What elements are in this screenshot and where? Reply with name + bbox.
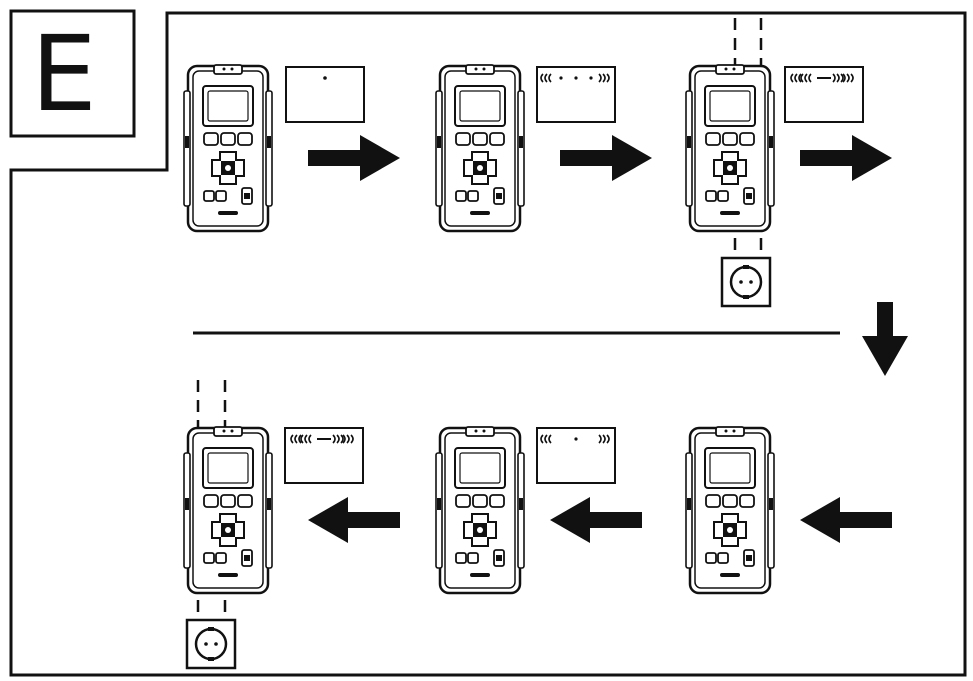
step-4 [684,425,776,595]
stud-finder-device-icon [182,63,274,233]
power-outlet-icon [720,256,772,308]
step-2 [434,63,616,233]
stud-finder-device-icon [434,63,526,233]
step-5 [434,425,616,595]
arrow-left-icon [550,497,642,543]
stud-finder-device-icon [684,63,776,233]
arrow-right-icon [560,135,652,181]
step-1 [182,63,365,233]
stud-finder-device-icon [182,425,274,595]
panel-label: E [31,13,97,135]
panel-label-box: E [9,9,136,138]
arrow-down-icon [862,302,908,376]
stud-finder-device-icon [434,425,526,595]
power-outlet-icon [185,618,237,670]
panel-frame [9,11,967,677]
display-full-bar-icon [284,427,364,484]
display-one-dot-icon [285,66,365,123]
display-full-bar-icon [784,66,864,123]
arrow-left-icon [308,497,400,543]
arrow-right-icon [800,135,892,181]
stud-finder-device-icon [684,425,776,595]
display-side-waves-icon [536,427,616,484]
arrow-right-icon [308,135,400,181]
arrow-left-icon [800,497,892,543]
display-side-waves-icon [536,66,616,123]
